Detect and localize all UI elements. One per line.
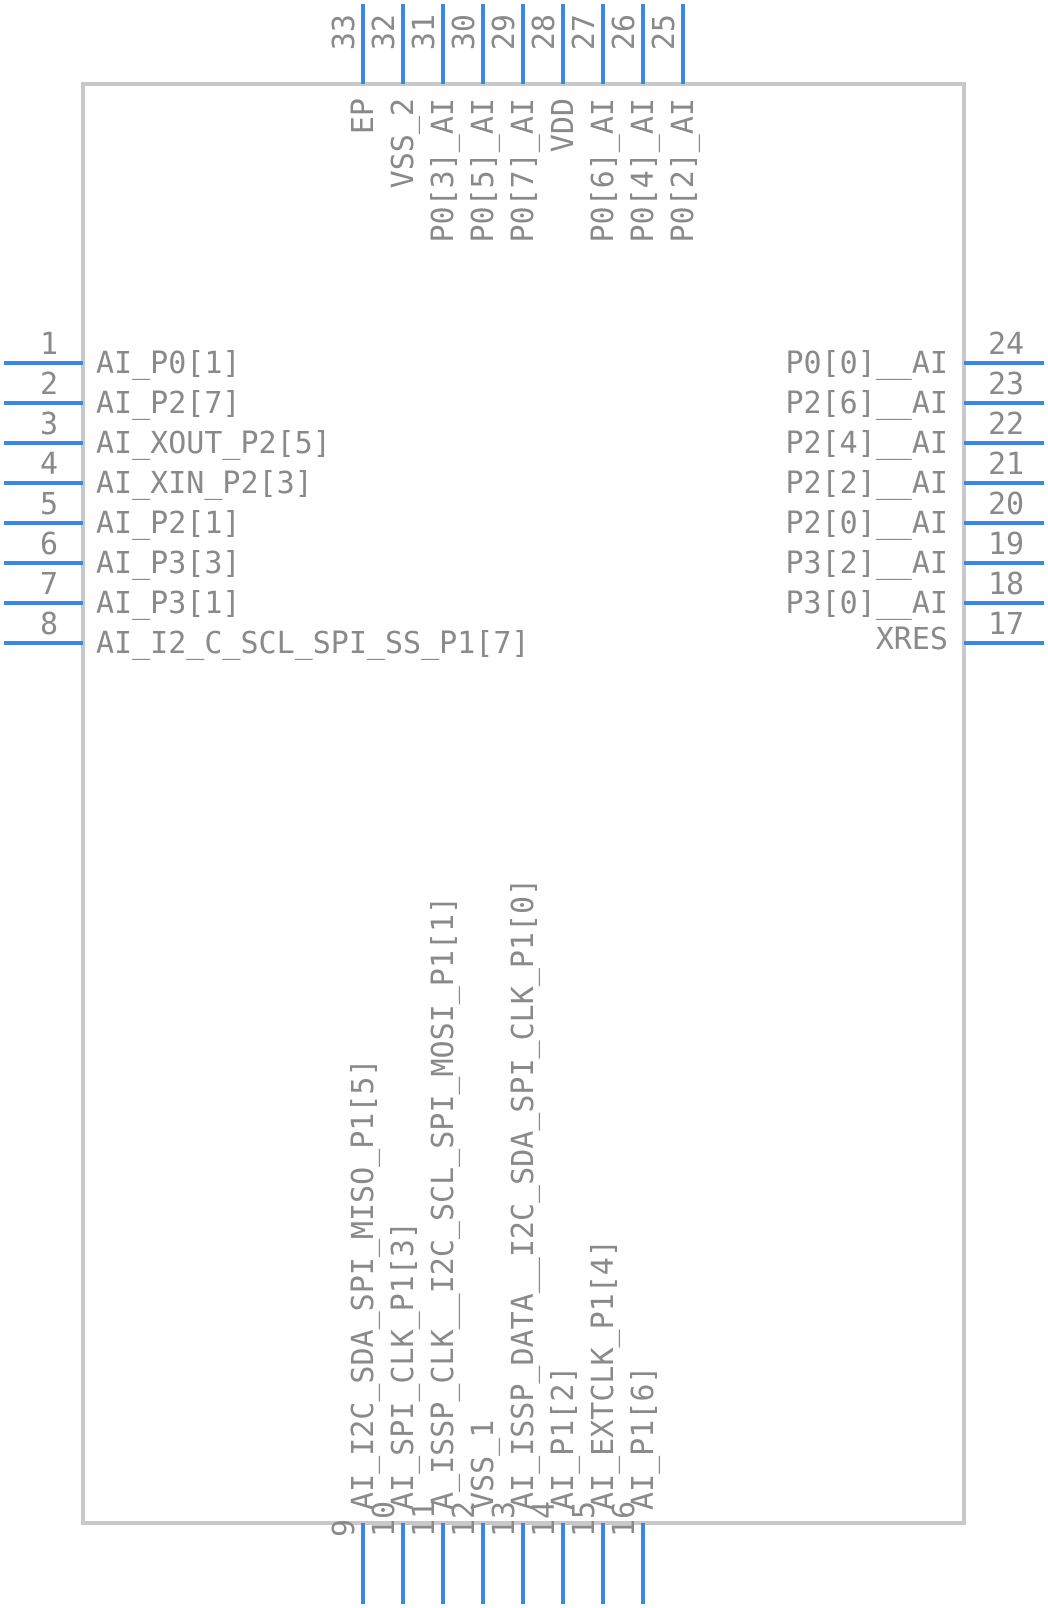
pin-22-label: P2[4]__AI (785, 426, 948, 461)
pin-32-number: 32 (367, 14, 402, 50)
pin-11-number: 11 (407, 1501, 442, 1537)
pin-25-number: 25 (647, 14, 682, 50)
pin-14-label: AI_P1[2] (546, 1366, 581, 1511)
pin-23-number: 23 (988, 367, 1024, 402)
pin-9-label: AI_I2C_SDA_SPI_MISO_P1[5] (346, 1058, 381, 1510)
pin-20-label: P2[0]__AI (785, 506, 948, 541)
pin-17-label: XRES (876, 622, 948, 657)
pin-27-number: 27 (567, 14, 602, 50)
pins-layer: 1AI_P0[1] 2AI_P2[7] 3AI_XOUT_P2[5] 4AI_XIN_… (4, 4, 1044, 1604)
pin-11-label: A_ISSP_CLK__I2C_SCL_SPI_MOSI_P1[1] (426, 896, 461, 1510)
pin-14-number: 14 (527, 1501, 562, 1537)
pin-33-label: EP (346, 98, 381, 134)
pin-31-label: P0[3]_AI (426, 98, 461, 243)
pin-26-label: P0[4]_AI (626, 98, 661, 243)
pin-30-label: P0[5]_AI (466, 98, 501, 243)
pin-21-number: 21 (988, 447, 1024, 482)
pin-3-number: 3 (40, 407, 58, 442)
pin-21-label: P2[2]__AI (785, 466, 948, 501)
pin-23-label: P2[6]__AI (785, 386, 948, 421)
pin-12-number: 12 (447, 1501, 482, 1537)
pin-15-number: 15 (567, 1501, 602, 1537)
pin-29-number: 29 (487, 14, 522, 50)
pin-26-number: 26 (607, 14, 642, 50)
pin-18-number: 18 (988, 567, 1024, 602)
pin-19-label: P3[2]__AI (785, 546, 948, 581)
pin-2-label: AI_P2[7] (96, 386, 241, 421)
pin-25-label: P0[2]_AI (666, 98, 701, 243)
pin-1-label: AI_P0[1] (96, 346, 241, 381)
pin-8-number: 8 (40, 607, 58, 642)
pin-7-label: AI_P3[1] (96, 586, 241, 621)
pin-27-label: P0[6]_AI (586, 98, 621, 243)
pin-10-label: AI_SPI_CLK_P1[3] (386, 1221, 421, 1510)
pin-6-number: 6 (40, 527, 58, 562)
pin-16-label: AI_P1[6] (626, 1366, 661, 1511)
pin-28-label: VDD (546, 98, 581, 152)
pin-24-number: 24 (988, 327, 1024, 362)
pin-7-number: 7 (40, 567, 58, 602)
pin-1-number: 1 (40, 327, 58, 362)
pin-28-number: 28 (527, 14, 562, 50)
pin-20-number: 20 (988, 487, 1024, 522)
pin-18-label: P3[0]__AI (785, 586, 948, 621)
pin-22-number: 22 (988, 407, 1024, 442)
pin-4-number: 4 (40, 447, 58, 482)
pin-12-label: VSS_1 (466, 1420, 501, 1510)
pin-5-number: 5 (40, 487, 58, 522)
pin-32-label: VSS_2 (386, 98, 421, 188)
pin-19-number: 19 (988, 527, 1024, 562)
pin-10-number: 10 (367, 1501, 402, 1537)
pin-4-label: AI_XIN_P2[3] (96, 466, 313, 501)
pin-13-number: 13 (487, 1501, 522, 1537)
pin-29-label: P0[7]_AI (506, 98, 541, 243)
pin-8-label: AI_I2_C_SCL_SPI_SS_P1[7] (96, 626, 529, 661)
pin-2-number: 2 (40, 367, 58, 402)
pin-24-label: P0[0]__AI (785, 346, 948, 381)
pin-5-label: AI_P2[1] (96, 506, 241, 541)
pin-6-label: AI_P3[3] (96, 546, 241, 581)
pin-33-number: 33 (327, 14, 362, 50)
pin-16-number: 16 (607, 1501, 642, 1537)
pin-17-number: 17 (988, 607, 1024, 642)
pin-13-label: AI_ISSP_DATA__I2C_SDA_SPI_CLK_P1[0] (506, 878, 541, 1510)
pin-15-label: AI_EXTCLK_P1[4] (586, 1239, 621, 1510)
pin-9-number: 9 (327, 1519, 362, 1537)
pin-3-label: AI_XOUT_P2[5] (96, 426, 331, 461)
pin-30-number: 30 (447, 14, 482, 50)
pin-31-number: 31 (407, 14, 442, 50)
